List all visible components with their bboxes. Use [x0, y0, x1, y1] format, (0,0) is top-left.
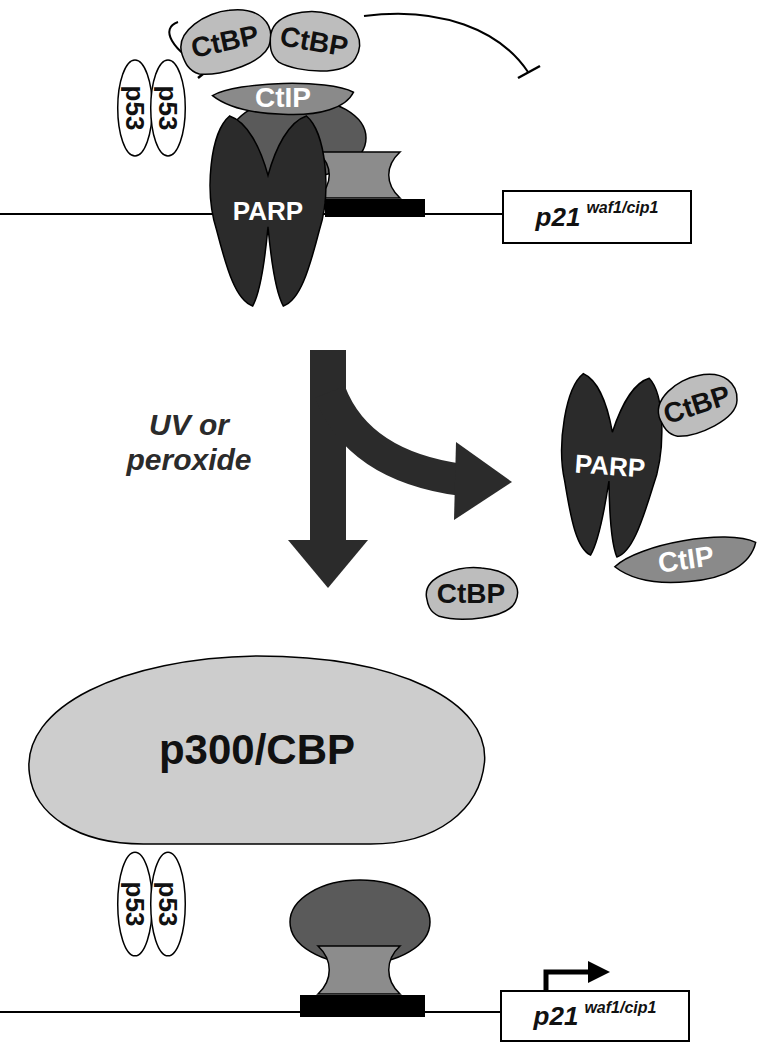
- p53-protein: p53: [150, 850, 186, 958]
- gene-box: p21 waf1/cip1: [500, 990, 690, 1042]
- gene-label: p21: [534, 1003, 579, 1029]
- arrow-head: [454, 442, 512, 520]
- protein-label: p53: [155, 86, 181, 131]
- protein-label: PARP: [574, 451, 646, 482]
- protein-label: p300/CBP: [159, 729, 355, 771]
- p53-protein: p53: [150, 58, 186, 158]
- promoter-element: [325, 199, 425, 217]
- protein-label: p53: [122, 86, 148, 131]
- gene-label: p21: [536, 204, 581, 230]
- protein-label: p53: [122, 882, 148, 927]
- gene-superscript: waf1/cip1: [584, 1000, 656, 1016]
- ctbp-protein: CtBP: [166, 0, 285, 88]
- coactivator-protein: p300/CBP: [20, 650, 494, 850]
- arrow-head: [288, 540, 368, 588]
- parp-protein: PARP: [549, 368, 672, 563]
- tata-factor: [318, 152, 400, 198]
- gene-superscript: waf1/cip1: [586, 200, 658, 216]
- arrow-shaft: [310, 350, 346, 542]
- treatment-label: UV or peroxide: [100, 408, 278, 477]
- protein-label: PARP: [233, 198, 303, 224]
- protein-label: p53: [155, 882, 181, 927]
- branch-arrow: [330, 392, 462, 480]
- protein-label: CtIP: [255, 84, 311, 112]
- gene-box: p21 waf1/cip1: [502, 190, 692, 244]
- promoter-element: [300, 995, 425, 1017]
- dna-line: [0, 1011, 502, 1013]
- parp-protein: PARP: [204, 112, 332, 310]
- p53-protein: p53: [117, 850, 153, 958]
- ctbp-protein: CtBP: [257, 0, 372, 86]
- protein-label: CtBP: [437, 580, 505, 608]
- ctbp-protein: CtBP: [642, 359, 752, 451]
- ctbp-protein: CtBP: [418, 563, 524, 625]
- tata-factor: [318, 946, 400, 994]
- inhibition-bar: [518, 66, 540, 78]
- arrow-head: [588, 961, 610, 983]
- ctip-protein: CtIP: [208, 74, 358, 122]
- p53-protein: p53: [117, 58, 153, 158]
- inhibition-arc: [364, 14, 528, 72]
